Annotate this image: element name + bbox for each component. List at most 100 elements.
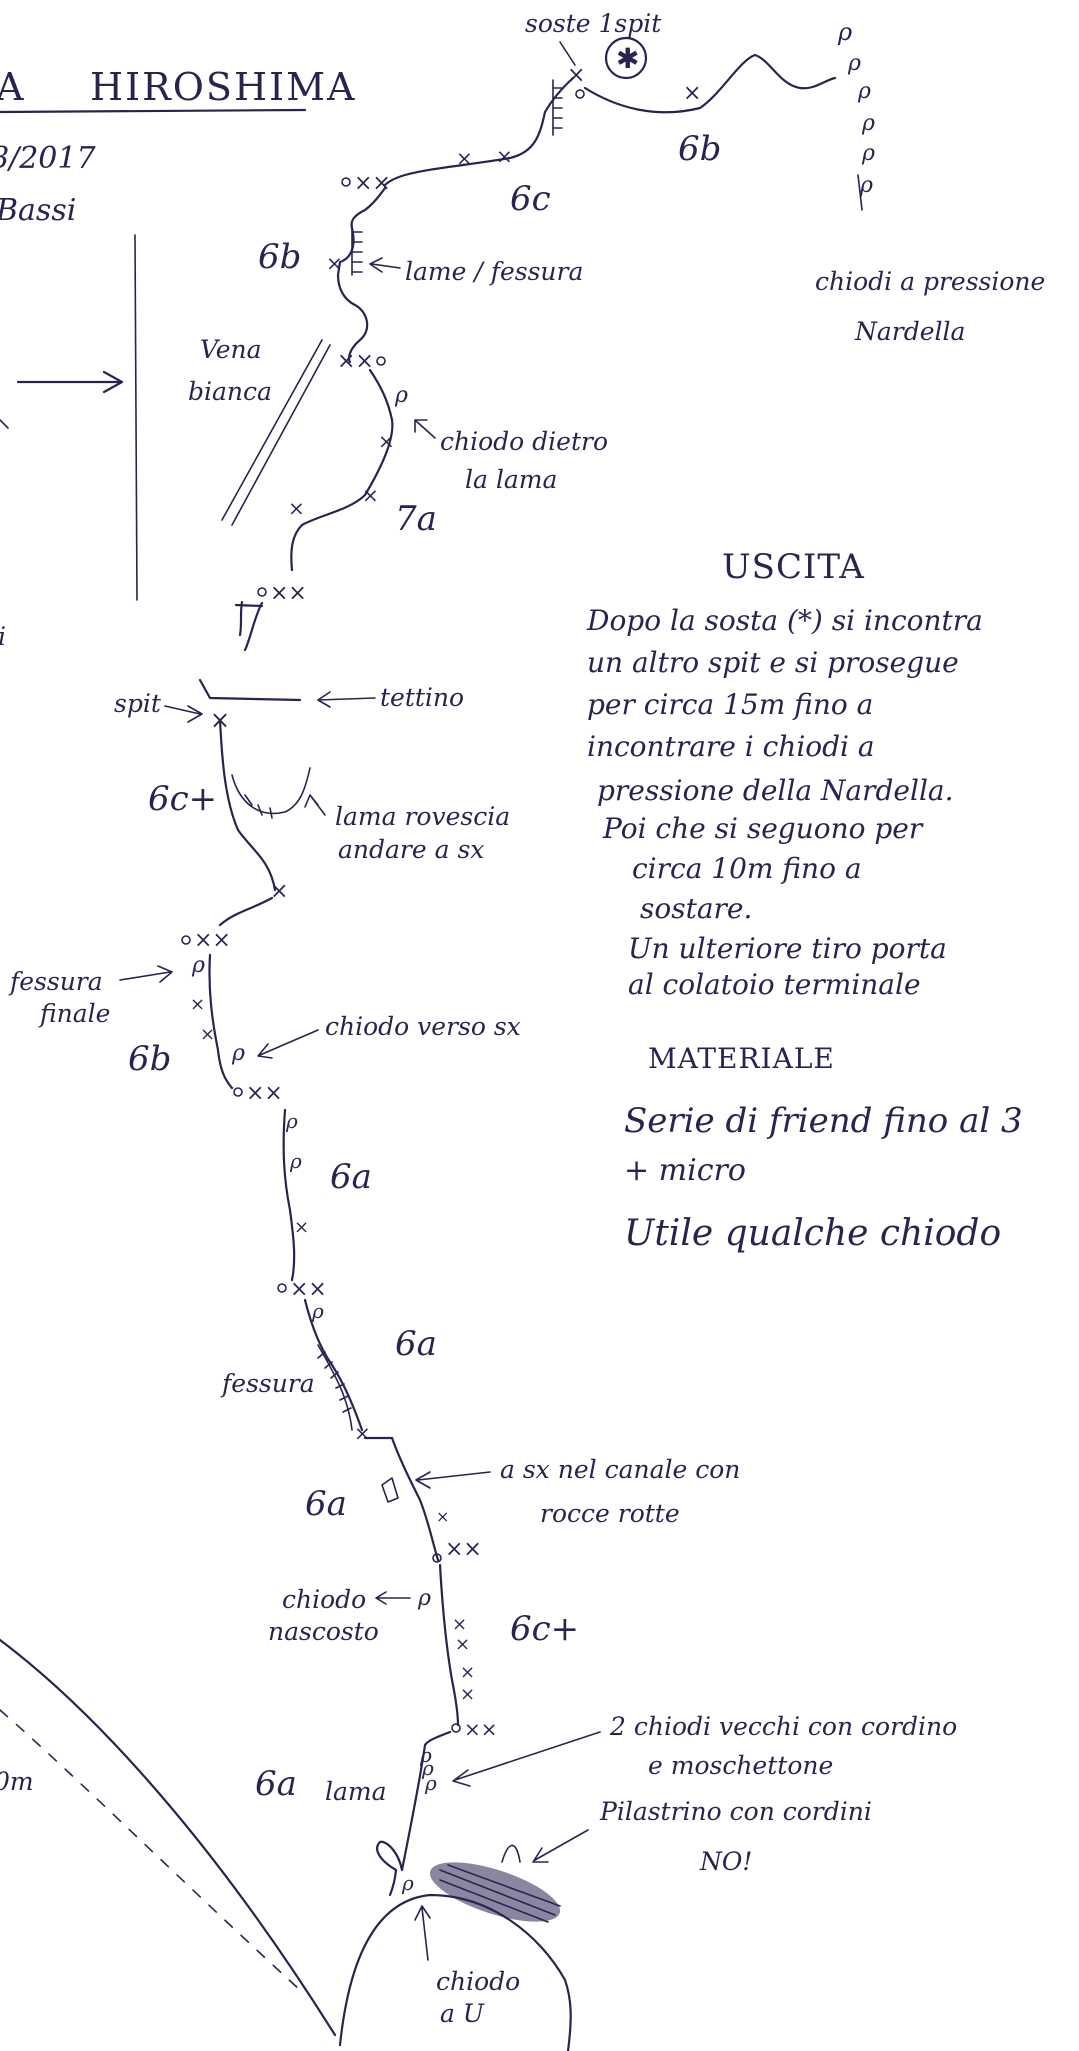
- chiodi-vecchi-arrow: [452, 1731, 601, 1787]
- lama-label: lama: [325, 1777, 387, 1806]
- nardella-label: Nardella: [854, 317, 965, 346]
- grade-top-right: 6b: [678, 129, 721, 169]
- route-pitch-6a-1: [282, 1108, 296, 1282]
- uscita-line-9: Un ulteriore tiro porta: [628, 932, 947, 965]
- pilastrino-shape: [501, 1844, 521, 1863]
- canale-arrow: [415, 1471, 491, 1489]
- soste-x: ×: [567, 63, 585, 88]
- belay-oxx-ring: [257, 587, 267, 597]
- fessura-finale-piton: ρ: [191, 953, 205, 978]
- 6b-mid-x-2: ×: [200, 1024, 215, 1045]
- route-title: HIROSHIMA: [90, 65, 356, 109]
- uscita-line-2: un altro spit e si prosegue: [587, 646, 959, 679]
- pressure-piton: ρ: [859, 173, 873, 198]
- materiale-heading: MATERIALE: [648, 1042, 835, 1075]
- belay-oxx-5-ring: [432, 1553, 442, 1563]
- vecchi-piton-3: ρ: [424, 1771, 437, 1795]
- route-pitch-6cplus-lower: [438, 1563, 460, 1727]
- fessura-finale-label-2: finale: [38, 999, 110, 1028]
- vena-bianca-stripe: [221, 339, 331, 526]
- fessura-finale-arrow: [119, 965, 173, 983]
- soste-arrow: [559, 41, 576, 66]
- belay-oxx-4-ring: [277, 1283, 287, 1293]
- chiodi-vecchi-label-2: e moschettone: [648, 1751, 833, 1780]
- traverse-x-2: ×: [496, 144, 513, 168]
- 6cplus-lower-x: ×: [460, 1684, 475, 1705]
- title-prefix: A: [0, 65, 25, 109]
- belay-oxx-3: ××: [246, 1081, 283, 1106]
- belay-oxx-5: ××: [445, 1537, 482, 1562]
- chiodo-nascosto-label-2: nascosto: [268, 1617, 379, 1646]
- route-pitch-6a-bottom: [376, 1730, 452, 1897]
- tettino-roof: [234, 600, 264, 652]
- grade-6c: 6c: [510, 179, 551, 219]
- pilastrino-label-2: NO!: [699, 1847, 752, 1876]
- title-underline: [0, 108, 307, 114]
- grade-6a-2: 6a: [395, 1324, 437, 1364]
- author-text: Bassi: [0, 193, 76, 228]
- uscita-line-10: al colatoio terminale: [628, 968, 921, 1001]
- top-traverse-line: [383, 53, 837, 187]
- lama-x: ×: [326, 251, 343, 275]
- vecchi-piton-1: ρ: [419, 1743, 432, 1767]
- grade-6cplus-lower: 6c+: [510, 1609, 579, 1649]
- lama-fessura-hatch: [351, 224, 363, 276]
- 7a-x-3: ×: [288, 496, 305, 520]
- uscita-line-4: incontrare i chiodi a: [587, 730, 875, 763]
- chiodo-u-label-2: a U: [440, 1999, 485, 2028]
- pressure-piton: ρ: [847, 51, 861, 76]
- belay-oxx-4: ××: [290, 1277, 327, 1302]
- a-sx-canale-label-1: a sx nel canale con: [500, 1455, 740, 1484]
- lama-rovescia-arc: [231, 767, 311, 819]
- route-pitch-7a: [290, 368, 394, 572]
- spit-label: spit: [114, 689, 162, 718]
- uscita-heading: USCITA: [722, 547, 865, 587]
- slope-dashed-line: [0, 1709, 301, 1991]
- lama-fessura-label: lame / fessura: [405, 257, 583, 286]
- 6cplus-lower-x: ×: [460, 1662, 475, 1683]
- chiodo-verso-sx-label: chiodo verso sx: [325, 1012, 521, 1041]
- pressure-piton: ρ: [861, 111, 875, 136]
- uscita-line-5: pressione della Nardella.: [597, 774, 954, 807]
- chiodo-verso-sx-arrow: [257, 1029, 319, 1059]
- grade-6b-mid: 6b: [128, 1039, 171, 1079]
- left-m-label: 0m: [0, 1767, 34, 1796]
- date-text: 8/2017: [0, 141, 96, 176]
- grade-7a: 7a: [395, 499, 437, 539]
- lama-rovescia-label-1: lama rovescia: [335, 802, 510, 831]
- left-tick: [0, 419, 9, 429]
- spit-arrow: [164, 705, 203, 723]
- 6a1-piton-2: ρ: [289, 1149, 302, 1173]
- uscita-line-1: Dopo la sosta (*) si incontra: [586, 604, 983, 637]
- fessura-finale-label-1: fessura: [8, 967, 103, 996]
- 7a-x-2: ×: [362, 483, 379, 507]
- spit-star-icon: ✱: [616, 42, 639, 75]
- soste-ring: [575, 89, 585, 99]
- 7a-x-1: ×: [378, 429, 395, 453]
- grade-6cplus-upper: 6c+: [148, 779, 217, 819]
- chiodo-u-arrow: [414, 1905, 431, 1961]
- belay-ring: [341, 177, 351, 187]
- block-hatch: [439, 1864, 561, 1923]
- 6a1-piton-1: ρ: [285, 1109, 298, 1133]
- chiodi-vecchi-label-1: 2 chiodi vecchi con cordino: [609, 1712, 957, 1741]
- route-pitch-6b-upper: [336, 186, 387, 364]
- pressure-piton: ρ: [861, 141, 875, 166]
- pressure-piton: ρ: [857, 79, 871, 104]
- belay-oxx-6-ring: [451, 1723, 461, 1733]
- fessura-label: fessura: [220, 1369, 315, 1398]
- soste-label: soste 1spit: [525, 9, 662, 38]
- top-dihedral: [552, 79, 563, 136]
- rocce-rotte: [381, 1477, 399, 1503]
- grade-6a-1: 6a: [330, 1157, 372, 1197]
- tettino-overhang: [198, 678, 302, 702]
- belay-xxo: ××: [337, 349, 374, 374]
- 6b-mid-x-1: ×: [190, 994, 205, 1015]
- traverse-x-3: ×: [683, 81, 701, 106]
- route-pitch-6cplus-upper: [218, 718, 277, 892]
- pilastrino-arrow: [532, 1829, 589, 1863]
- belay-oxx-2-ring: [181, 935, 191, 945]
- nascosto-piton: ρ: [417, 1586, 431, 1611]
- vecchi-piton-2: ρ: [421, 1756, 434, 1780]
